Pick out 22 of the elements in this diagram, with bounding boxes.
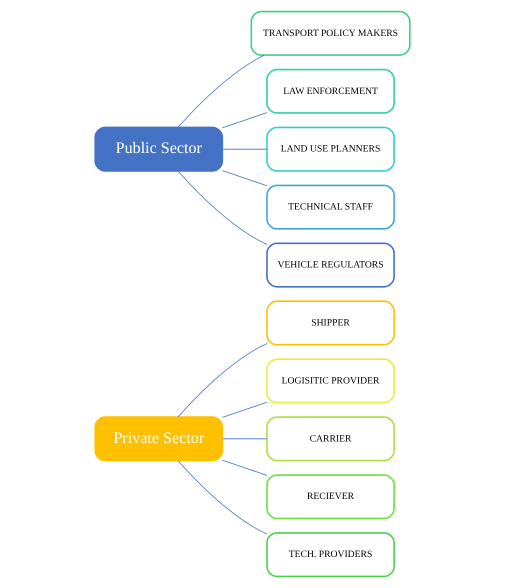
node-box: LAND USE PLANNERS	[266, 126, 395, 172]
node-box: TECH. PROVIDERS	[266, 532, 395, 578]
connector	[178, 54, 265, 128]
node-box: LAW ENFORCEMENT	[266, 68, 395, 114]
connector	[222, 402, 268, 418]
connector	[178, 343, 268, 418]
node-box: TRANSPORT POLICY MAKERS	[250, 10, 411, 56]
connector	[222, 438, 268, 440]
node-box: Public Sector	[94, 126, 224, 172]
node-box: SHIPPER	[266, 300, 395, 346]
node-box: LOGISITIC PROVIDER	[266, 358, 395, 404]
node-box: CARRIER	[266, 416, 395, 462]
connector	[222, 148, 268, 150]
node-box: VEHICLE REGULATORS	[266, 242, 395, 288]
connector	[222, 170, 268, 186]
node-box: Private Sector	[94, 416, 224, 462]
node-box: RECIEVER	[266, 474, 395, 520]
connector	[222, 112, 268, 128]
node-box: TECHNICAL STAFF	[266, 184, 395, 230]
connector	[178, 460, 268, 535]
connector	[222, 460, 268, 476]
connector	[178, 170, 268, 245]
